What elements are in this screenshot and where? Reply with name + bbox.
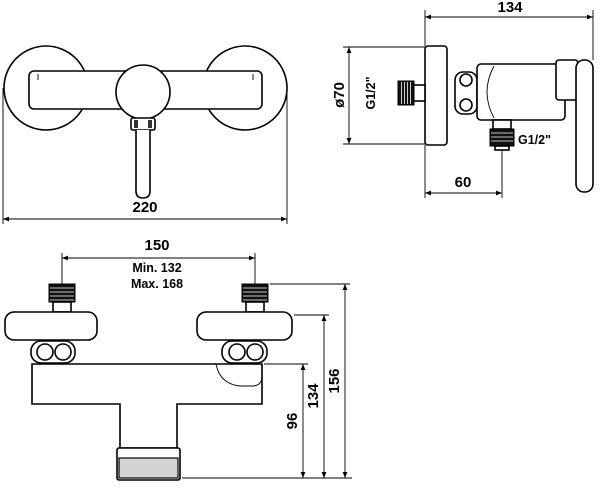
cartridge-cap xyxy=(115,64,171,120)
left-wall-flange-side xyxy=(4,311,98,341)
depth-dimension: 134 xyxy=(424,0,594,60)
nut-knurl-top xyxy=(459,73,473,87)
center-distance-dimension: 150 Min. 132 Max. 168 xyxy=(61,237,256,291)
lever-collar-shade-right xyxy=(148,120,152,128)
shower-outlet-shading xyxy=(118,457,179,479)
lever-base-front xyxy=(215,363,263,387)
mixer-body-front xyxy=(31,363,263,449)
diameter-label: ø70 xyxy=(331,82,348,108)
left-eccentric xyxy=(48,283,76,313)
max-distance-label: Max. 168 xyxy=(131,277,183,291)
height-96-label: 96 xyxy=(284,413,301,430)
outlet-connector xyxy=(489,119,515,151)
right-union-nut xyxy=(221,340,268,364)
left-eccentric-stem xyxy=(52,301,72,313)
inlet-thread-label: G1/2" xyxy=(364,76,378,109)
inlet-connector xyxy=(397,80,426,106)
lever-handle xyxy=(135,130,151,199)
side-view: 134 ø70 G1/2" xyxy=(331,0,594,198)
diameter-dimension: ø70 xyxy=(331,46,425,145)
right-eccentric xyxy=(241,283,269,313)
inlet-pipe xyxy=(412,84,426,102)
center-distance-label: 150 xyxy=(144,237,169,254)
outlet-offset-dimension: 60 xyxy=(424,145,503,198)
front-view: 220 xyxy=(2,45,288,224)
body-contour xyxy=(486,65,495,119)
width-dimension: 220 xyxy=(2,88,288,224)
outlet-offset-label: 60 xyxy=(455,174,472,191)
left-union-nut xyxy=(30,340,76,364)
lever-collar-shade-left xyxy=(134,120,138,128)
min-distance-label: Min. 132 xyxy=(132,261,181,275)
lever-handle-side xyxy=(575,59,594,193)
wall-plate xyxy=(424,45,448,146)
outlet-thread-label: G1/2" xyxy=(518,133,551,147)
height-134-label: 134 xyxy=(305,383,322,409)
right-eccentric-thread xyxy=(241,283,269,303)
left-eccentric-thread xyxy=(48,283,76,303)
outlet-thread xyxy=(489,128,515,147)
lever-hub-side xyxy=(555,59,579,101)
eccentric-nut-side xyxy=(454,71,478,115)
nut-knurl-bottom xyxy=(459,98,473,112)
mixer-body-side xyxy=(476,63,566,121)
installation-view: 150 Min. 132 Max. 168 xyxy=(4,237,352,481)
height-dimensions: 96 134 156 xyxy=(182,283,352,479)
right-eccentric-stem xyxy=(245,301,265,313)
right-wall-flange-side xyxy=(196,311,293,341)
height-156-label: 156 xyxy=(326,368,343,393)
inlet-thread xyxy=(397,80,415,106)
outlet-neck xyxy=(492,119,512,130)
width-label: 220 xyxy=(132,199,157,216)
outlet-tip xyxy=(494,145,510,151)
depth-label: 134 xyxy=(497,0,523,16)
